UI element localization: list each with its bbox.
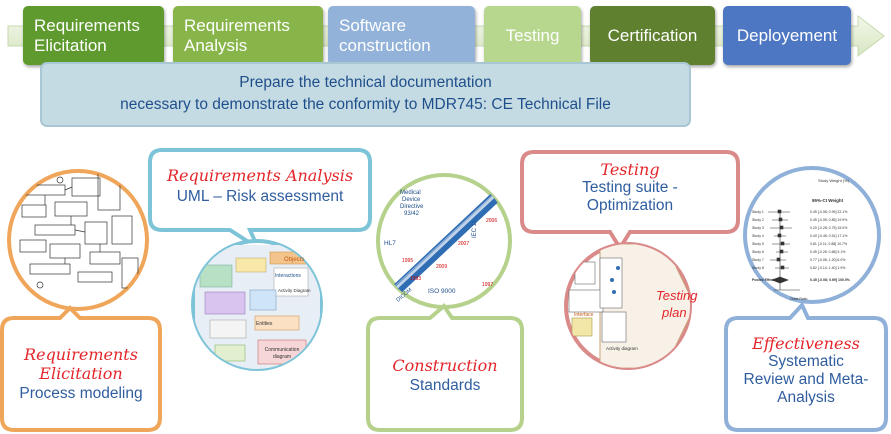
- effectiveness-forest-plot-image: Study Weight (%) 95%-CI Weight Study 1 S…: [743, 166, 881, 304]
- meta-study-1: Study 1: [752, 210, 764, 214]
- meta-study-3: Study 3: [752, 226, 764, 230]
- uml-communication-label-1: Communication: [265, 347, 300, 353]
- construction-standards-image: Medical Device Directive 93/42 HL7 ISO 9…: [376, 173, 512, 309]
- svg-text:0.77 [-0.08; 1.20] 6.0%: 0.77 [-0.08; 1.20] 6.0%: [810, 258, 845, 262]
- phase-requirements-elicitation: Requirements Elicitation: [23, 6, 164, 65]
- meta-study-5: Study 5: [752, 242, 764, 246]
- svg-text:0.45 [-0.26; 0.68] 9.1%: 0.45 [-0.26; 0.68] 9.1%: [810, 250, 845, 254]
- analysis-callout-text: Requirements Analysis UML – Risk assessm…: [152, 166, 368, 206]
- elicitation-process-image: [7, 169, 149, 311]
- construction-callout-text: Construction Standards: [370, 356, 520, 395]
- effectiveness-callout: [724, 301, 888, 432]
- tech-doc-line-2: necessary to demonstrate the conformity …: [120, 96, 611, 113]
- standards-directive-3: Directive: [400, 204, 424, 210]
- meta-axis: Odds Ratio: [790, 297, 808, 301]
- effectiveness-subtitle-1: Systematic: [768, 353, 844, 370]
- elicitation-title-2: Elicitation: [39, 364, 123, 383]
- tech-doc-line-1: Prepare the technical documentation: [239, 74, 492, 91]
- testing-subtitle-2: Optimization: [586, 197, 674, 214]
- construction-subtitle: Standards: [409, 377, 481, 394]
- effectiveness-subtitle-2: Review and Meta-: [743, 371, 869, 388]
- meta-pooled: Pooled Effect: [752, 278, 775, 282]
- testing-subtitle-1: Testing suite -: [582, 179, 678, 196]
- meta-study-7: Study 7: [752, 258, 764, 262]
- svg-text:0.20 [-0.28; 0.75] 15.0%: 0.20 [-0.28; 0.75] 15.0%: [810, 226, 847, 230]
- uml-interactions-label: Interactions: [275, 273, 301, 279]
- meta-study-8: Study 8: [752, 266, 764, 270]
- standards-iso: ISO 9000: [428, 288, 456, 295]
- uml-objects-label: Objects: [284, 257, 304, 263]
- svg-text:0.81 [-0.11; 0.88] 10.7%: 0.81 [-0.11; 0.88] 10.7%: [810, 242, 847, 246]
- standards-directive-2: Device: [402, 197, 421, 203]
- standards-directive-4: 93/42: [404, 211, 420, 217]
- standards-iec: IEC 11: [472, 219, 478, 238]
- technical-documentation-box: Prepare the technical documentation nece…: [40, 62, 691, 127]
- construction-title: Construction: [392, 356, 498, 375]
- testing-interface-label: Interface: [574, 312, 594, 318]
- effectiveness-callout-text: Effectiveness Systematic Review and Meta…: [728, 334, 884, 407]
- svg-text:0.40 [-0.45; 0.51] 17.1%: 0.40 [-0.45; 0.51] 17.1%: [810, 234, 847, 238]
- phase-certification: Certification: [590, 6, 715, 65]
- elicitation-callout-text: Requirements Elicitation Process modelin…: [6, 345, 156, 403]
- testing-plan-label-1: Testing: [656, 288, 698, 303]
- uml-activity-label: Activity Diagram: [278, 288, 311, 293]
- meta-study-4: Study 4: [752, 234, 764, 238]
- meta-header: Study Weight (%): [818, 178, 850, 183]
- standards-year-5: 1995: [402, 258, 413, 264]
- elicitation-subtitle: Process modeling: [19, 385, 143, 402]
- construction-callout: [366, 303, 524, 432]
- uml-communication-label-2: diagram: [273, 354, 291, 360]
- phase-deployement: Deployement: [723, 6, 851, 65]
- analysis-title: Requirements Analysis: [166, 166, 354, 185]
- standards-directive-1: Medical: [400, 190, 421, 196]
- phase-testing: Testing: [484, 6, 581, 65]
- testing-callout: [520, 150, 740, 252]
- testing-plan-label-2: plan: [661, 305, 687, 320]
- elicitation-callout: [0, 305, 162, 432]
- meta-study-2: Study 2: [752, 218, 764, 222]
- meta-scale: 95%-CI Weight: [812, 198, 844, 203]
- standards-year-6: 1997: [482, 282, 493, 288]
- svg-text:0.45 [-0.05; 0.85] 19.9%: 0.45 [-0.05; 0.85] 19.9%: [810, 218, 847, 222]
- callout-diagram: Objects Interactions Activity Diagram En…: [0, 148, 888, 432]
- phase-software-construction: Software construction: [328, 6, 475, 65]
- testing-plan-image: Testing plan Interface Activity diagram: [564, 242, 698, 370]
- effectiveness-subtitle-3: Analysis: [777, 389, 835, 406]
- meta-study-6: Study 6: [752, 250, 764, 254]
- svg-text:0.82 [-0.14; 1.40] 1.9%: 0.82 [-0.14; 1.40] 1.9%: [810, 266, 845, 270]
- svg-text:0.45 [-0.08; 0.99] 22.1%: 0.45 [-0.08; 0.99] 22.1%: [810, 210, 847, 214]
- standards-year-3: 2009: [436, 264, 447, 270]
- analysis-callout: [148, 148, 372, 254]
- uml-entities-label: Entities: [256, 321, 273, 327]
- standards-year-4: 1993: [410, 276, 421, 282]
- testing-activity-label: Activity diagram: [606, 346, 638, 351]
- standards-year-1: 2006: [486, 218, 497, 224]
- testing-title: Testing: [600, 160, 660, 179]
- standards-year-2: 2007: [458, 241, 469, 247]
- standards-hl7: HL7: [384, 240, 396, 247]
- effectiveness-title: Effectiveness: [752, 334, 860, 353]
- analysis-uml-image: Objects Interactions Activity Diagram En…: [191, 239, 323, 371]
- testing-callout-text: Testing Testing suite - Optimization: [524, 160, 736, 215]
- elicitation-title-1: Requirements: [24, 345, 138, 364]
- analysis-subtitle: UML – Risk assessment: [176, 188, 344, 205]
- svg-text:0.45 [-0.08; 0.69] 100.0%: 0.45 [-0.08; 0.69] 100.0%: [810, 278, 851, 282]
- phase-requirements-analysis: Requirements Analysis: [173, 6, 323, 65]
